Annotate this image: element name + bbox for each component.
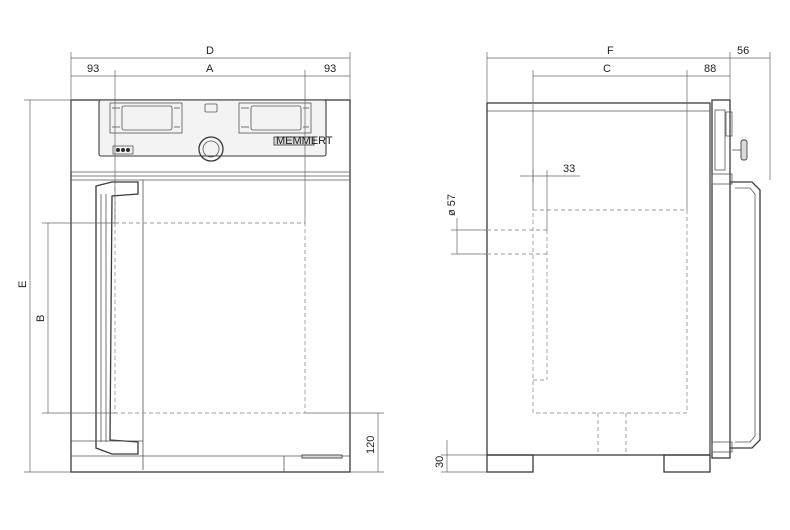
side-control-knob [740, 139, 748, 161]
side-foot-right [663, 454, 711, 473]
dim-label-C: C [603, 63, 611, 75]
front-view: MEMMERT [70, 99, 351, 473]
dim-label-56: 56 [737, 45, 749, 57]
side-view [486, 99, 761, 473]
key-icon [204, 103, 218, 113]
side-dimensions: F 56 C 88 33 ø 57 30 [434, 45, 771, 473]
dim-label-33: 33 [563, 163, 575, 175]
inner-chamber-dashed [114, 222, 306, 414]
dim-label-93-right: 93 [324, 63, 336, 75]
dim-label-F: F [607, 45, 614, 57]
status-led-3 [126, 148, 130, 152]
status-led-2 [121, 148, 125, 152]
dim-label-30: 30 [434, 456, 446, 468]
control-panel [98, 99, 327, 157]
side-foot-left [486, 454, 534, 473]
dim-label-88: 88 [704, 63, 716, 75]
dim-label-A: A [206, 63, 214, 75]
side-door-handle [730, 181, 761, 449]
dim-label-port-diameter: ø 57 [446, 194, 458, 216]
side-door [711, 99, 731, 459]
right-display [238, 102, 312, 134]
status-led-1 [116, 148, 120, 152]
dim-label-E: E [17, 281, 29, 288]
control-knob [198, 136, 224, 162]
side-inner-chamber-dashed [532, 209, 688, 414]
left-display [109, 102, 183, 134]
side-body-outline [486, 102, 711, 456]
dim-label-93-left: 93 [87, 63, 99, 75]
front-dimensions: D 93 A 93 E B 120 [17, 45, 384, 473]
dim-label-120: 120 [365, 436, 377, 454]
door-handle [95, 181, 139, 455]
dim-label-B: B [35, 315, 47, 322]
brand-label: MEMMERT [276, 135, 333, 147]
dim-label-D: D [206, 45, 214, 57]
